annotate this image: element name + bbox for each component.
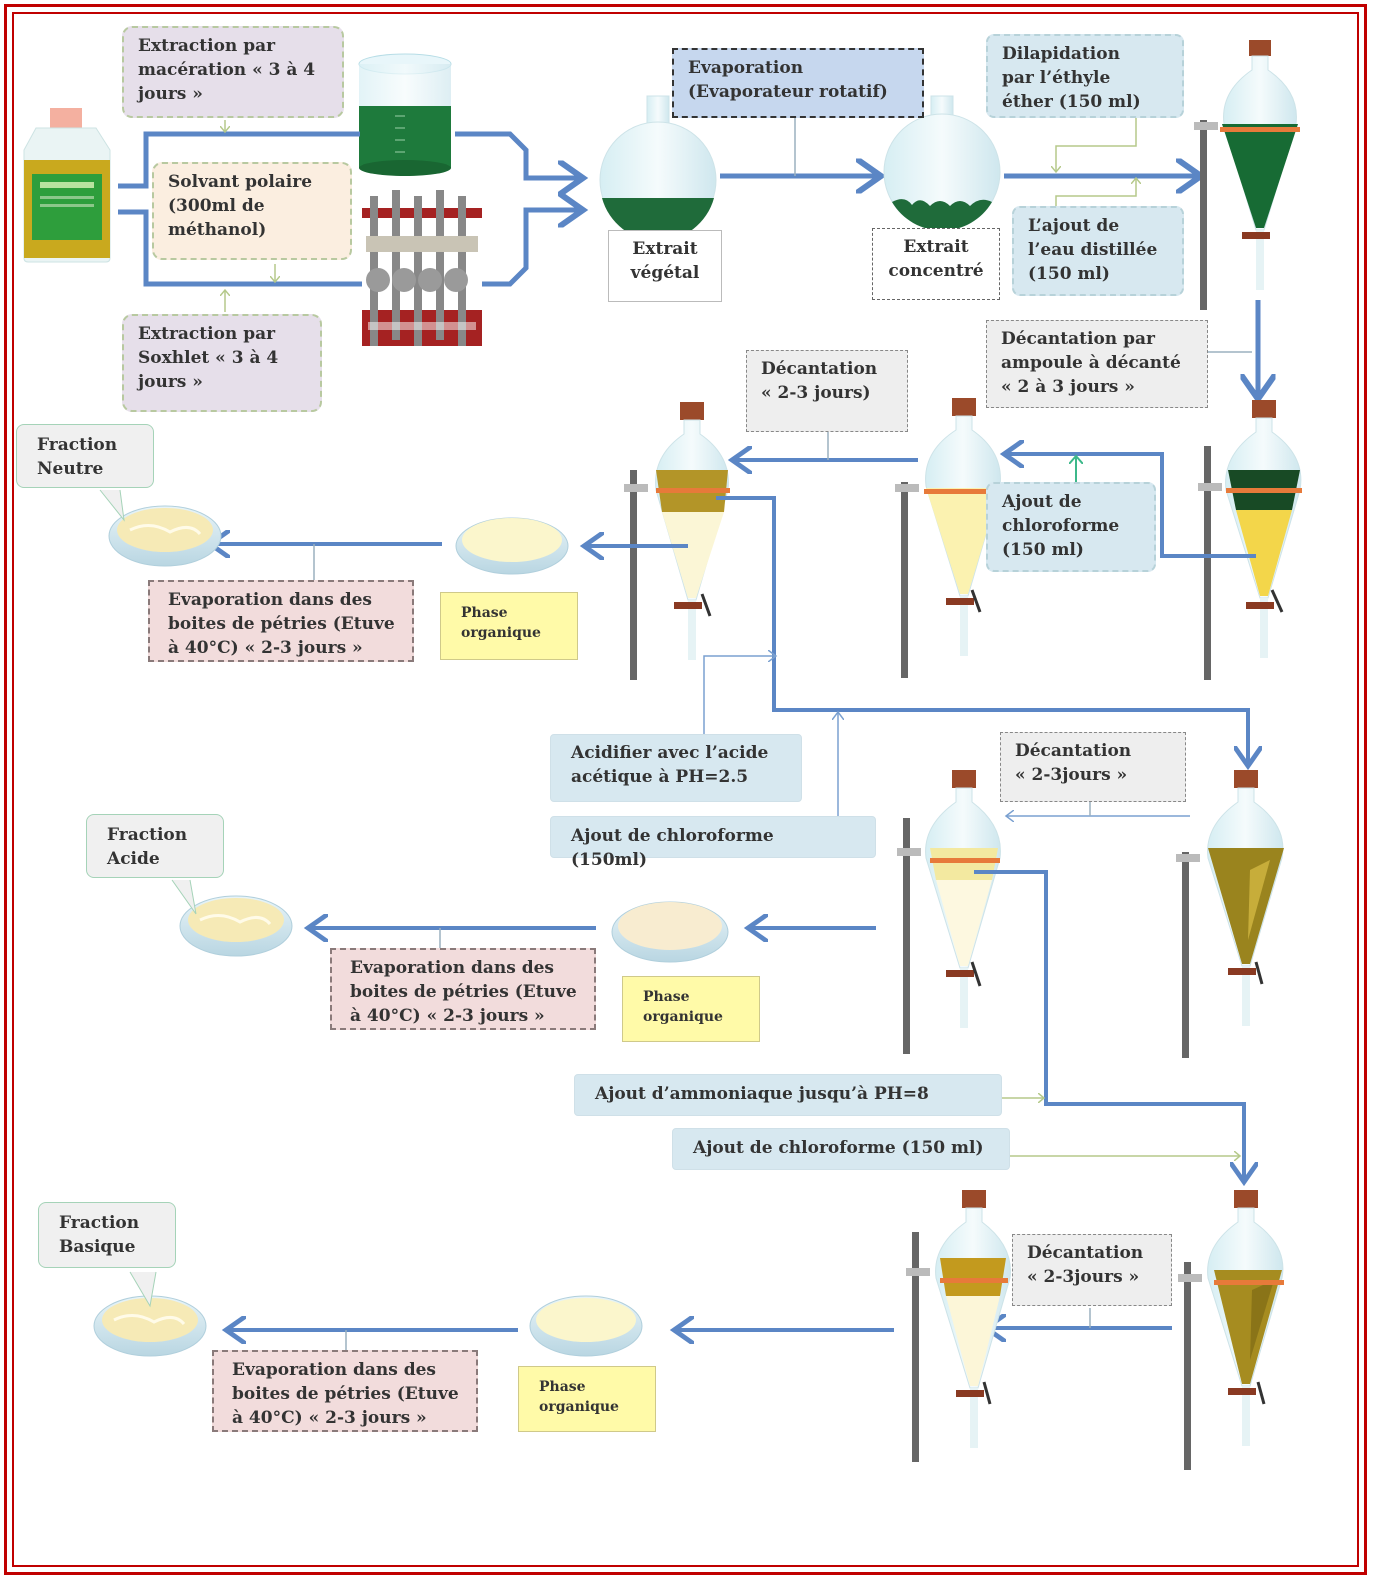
separatory-funnel-amber-icon <box>906 1190 1011 1462</box>
acidify-box: Acidifier avec l’acide acétique à PH=2.5 <box>550 734 802 802</box>
petri-dish-fraction-3-icon <box>93 1295 207 1357</box>
basic-fraction-label: Fraction Basique <box>38 1202 176 1268</box>
separatory-funnel-green-icon <box>1194 40 1300 310</box>
petri-dish-fraction-icon <box>108 505 222 567</box>
reagent-bottle-icon <box>23 108 111 263</box>
plant-extract-label: Extrait végétal <box>608 230 722 302</box>
petri-dish-phase-2-icon <box>611 901 729 963</box>
organic-phase-note-2: Phase organique <box>622 976 760 1042</box>
petri-dish-fraction-2-icon <box>179 895 293 957</box>
organic-phase-note-1: Phase organique <box>440 592 578 660</box>
round-flask-concentrate-icon <box>883 95 1001 231</box>
soxhlet-apparatus-icon <box>362 190 482 346</box>
separatory-funnel-two-phase-icon <box>1198 400 1302 680</box>
evaporation-neutral-box: Evaporation dans des boites de pétries (… <box>148 580 414 662</box>
ammonia-box: Ajout d’ammoniaque jusqu’à PH=8 <box>574 1074 1002 1116</box>
soxhlet-box: Extraction par Soxhlet « 3 à 4 jours » <box>122 314 322 412</box>
separatory-funnel-pale-icon <box>897 770 1001 1054</box>
decantation-box-1: Décantation « 2-3 jours) <box>746 350 908 432</box>
evaporation-basic-box: Evaporation dans des boites de pétries (… <box>212 1350 478 1432</box>
concentrated-extract-label: Extrait concentré <box>872 228 1000 300</box>
acid-fraction-label: Fraction Acide <box>86 814 224 878</box>
separatory-funnel-olive-icon <box>624 402 730 680</box>
separatory-funnel-olive-3-icon <box>1178 1190 1284 1470</box>
inner-frame <box>12 12 1359 1567</box>
outer-frame <box>4 4 1367 1575</box>
chloroform-box-3: Ajout de chloroforme (150 ml) <box>672 1128 1010 1170</box>
decantation-funnel-box: Décantation par ampoule à décanté « 2 à … <box>986 320 1208 408</box>
organic-phase-note-3: Phase organique <box>518 1366 656 1432</box>
rotary-evaporation-box: Evaporation (Evaporateur rotatif) <box>672 48 924 118</box>
decantation-box-2: Décantation « 2-3jours » <box>1000 732 1186 802</box>
evaporation-acid-box: Evaporation dans des boites de pétries (… <box>330 948 596 1030</box>
petri-dish-phase-3-icon <box>529 1295 643 1357</box>
chloroform-box-1: Ajout de chloroforme (150 ml) <box>986 482 1156 572</box>
distilled-water-box: L’ajout de l’eau distillée (150 ml) <box>1012 206 1184 296</box>
delipidation-box: Dilapidation par l’éthyle éther (150 ml) <box>986 34 1184 118</box>
maceration-box: Extraction par macération « 3 à 4 jours … <box>122 26 344 118</box>
neutral-fraction-label: Fraction Neutre <box>16 424 154 488</box>
separatory-funnel-olive-2-icon <box>1176 770 1284 1058</box>
petri-dish-phase-icon <box>455 517 569 575</box>
decantation-box-3: Décantation « 2-3jours » <box>1012 1234 1172 1306</box>
beaker-icon <box>358 53 452 176</box>
separatory-funnel-yellow-icon <box>895 398 1002 678</box>
solvent-box: Solvant polaire (300ml de méthanol) <box>152 162 352 260</box>
chloroform-box-2: Ajout de chloroforme (150ml) <box>550 816 876 870</box>
